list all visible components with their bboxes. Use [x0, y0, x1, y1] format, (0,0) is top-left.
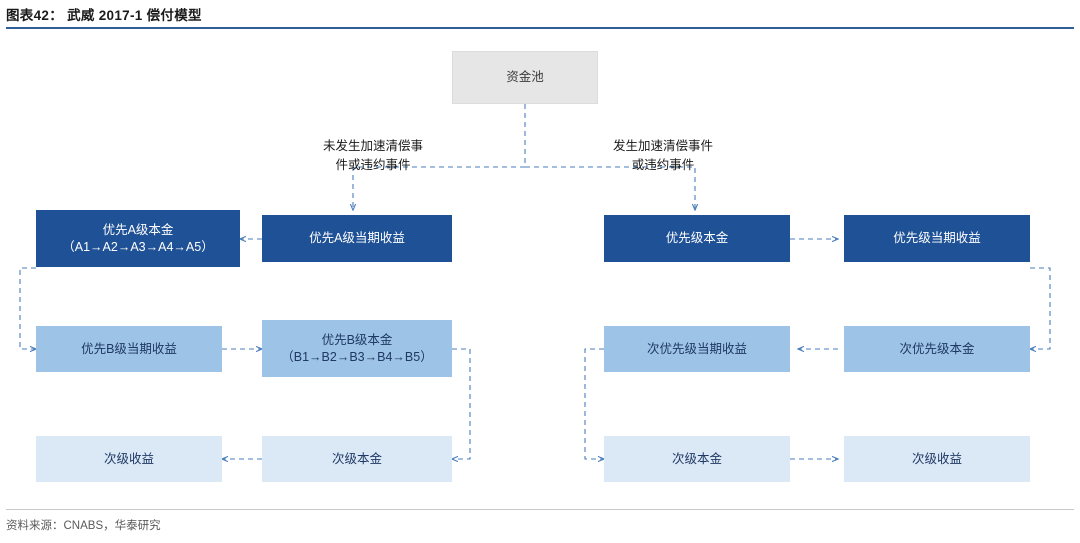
- box-mezz-interest-label: 次优先级当期收益: [646, 341, 747, 356]
- box-sub-principal-right-label: 次级本金: [671, 451, 722, 466]
- box-mezz-interest: 次优先级当期收益: [604, 326, 790, 372]
- source-divider: [6, 509, 1074, 510]
- box-class-a-principal: 优先A级本金 （A1→A2→A3→A4→A5）: [36, 210, 240, 267]
- box-class-b-interest: 优先B级当期收益: [36, 326, 222, 372]
- note-no-acceleration-text: 未发生加速清偿事 件或违约事件: [322, 138, 423, 172]
- note-acceleration-text: 发生加速清偿事件 或违约事件: [612, 138, 713, 172]
- box-sub-interest-right-label: 次级收益: [911, 451, 962, 466]
- box-sub-principal-left-label: 次级本金: [331, 451, 382, 466]
- box-mezz-principal: 次优先级本金: [844, 326, 1030, 372]
- note-acceleration: 发生加速清偿事件 或违约事件: [563, 118, 763, 174]
- box-senior-interest-label: 优先级当期收益: [893, 231, 981, 246]
- box-sub-interest-right: 次级收益: [844, 436, 1030, 482]
- box-class-a-principal-label: 优先A级本金 （A1→A2→A3→A4→A5）: [62, 222, 214, 254]
- chart-title-bar: 图表42： 武威 2017-1 偿付模型: [0, 0, 1080, 28]
- box-funding-pool-label: 资金池: [506, 70, 544, 85]
- box-funding-pool: 资金池: [452, 51, 598, 104]
- box-class-a-interest-label: 优先A级当期收益: [309, 231, 405, 246]
- box-class-b-principal-label: 优先B级本金 （B1→B2→B3→B4→B5）: [281, 332, 433, 364]
- connector-layer: [19, 104, 1051, 505]
- box-class-a-interest: 优先A级当期收益: [262, 215, 452, 262]
- box-senior-principal-label: 优先级本金: [665, 231, 729, 246]
- page-title: 图表42： 武威 2017-1 偿付模型: [6, 8, 202, 23]
- box-sub-principal-left: 次级本金: [262, 436, 452, 482]
- box-sub-interest-left: 次级收益: [36, 436, 222, 482]
- box-class-b-interest-label: 优先B级当期收益: [81, 341, 177, 356]
- note-no-acceleration: 未发生加速清偿事 件或违约事件: [273, 118, 473, 174]
- box-sub-interest-left-label: 次级收益: [103, 451, 154, 466]
- box-sub-principal-right: 次级本金: [604, 436, 790, 482]
- box-mezz-principal-label: 次优先级本金: [899, 341, 975, 356]
- box-class-b-principal: 优先B级本金 （B1→B2→B3→B4→B5）: [262, 320, 452, 377]
- box-senior-principal: 优先级本金: [604, 215, 790, 262]
- title-divider: [6, 27, 1074, 29]
- source-note: 资料来源：CNABS，华泰研究: [6, 520, 161, 532]
- box-senior-interest: 优先级当期收益: [844, 215, 1030, 262]
- diagram-canvas: 资金池 未发生加速清偿事 件或违约事件 发生加速清偿事件 或违约事件 优先A级本…: [0, 29, 1080, 505]
